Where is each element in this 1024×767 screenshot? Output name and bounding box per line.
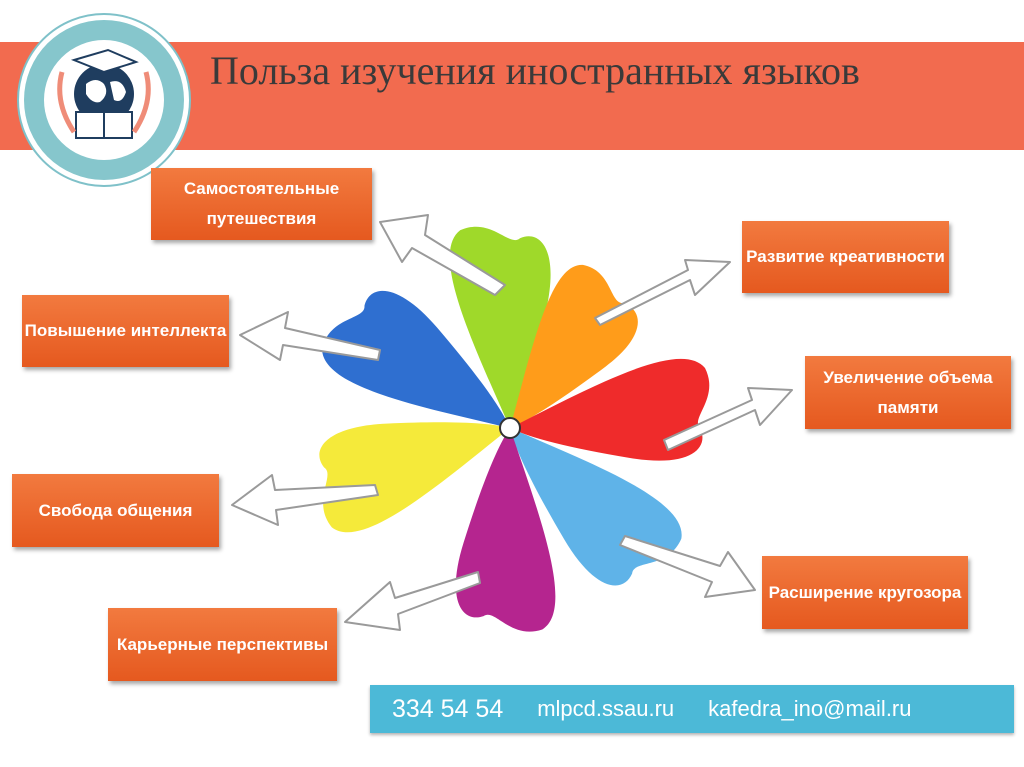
department-logo <box>17 13 191 187</box>
petal-red <box>510 358 710 461</box>
arrows <box>231 214 793 631</box>
benefit-memory: Увеличение объема памяти <box>805 356 1011 429</box>
benefit-intellect: Повышение интеллекта <box>22 295 229 367</box>
benefit-communication: Свобода общения <box>12 474 219 547</box>
arrow-outlook <box>619 535 756 598</box>
contact-footer: 334 54 54 mlpcd.ssau.ru kafedra_ino@mail… <box>370 685 1014 733</box>
flower <box>319 226 710 632</box>
arrow-travel <box>379 214 506 296</box>
arrow-communication <box>231 474 379 526</box>
footer-website[interactable]: mlpcd.ssau.ru <box>537 696 675 721</box>
petal-magenta <box>455 428 556 632</box>
footer-phone: 334 54 54 <box>392 694 504 723</box>
arrow-intellect <box>239 311 381 361</box>
petal-orange <box>510 264 638 428</box>
arrow-career <box>344 571 481 631</box>
arrow-memory <box>663 387 793 451</box>
arrow-creativity <box>594 259 731 326</box>
slide-title: Польза изучения иностранных языков <box>210 48 860 93</box>
petal-yellow <box>319 422 510 533</box>
benefit-travel: Самостоятельные путешествия <box>151 168 372 240</box>
benefit-career: Карьерные перспективы <box>108 608 337 681</box>
benefit-creativity: Развитие креативности <box>742 221 949 293</box>
benefit-outlook: Расширение кругозора <box>762 556 968 629</box>
petal-blue <box>322 290 510 428</box>
footer-email[interactable]: kafedra_ino@mail.ru <box>708 696 912 721</box>
